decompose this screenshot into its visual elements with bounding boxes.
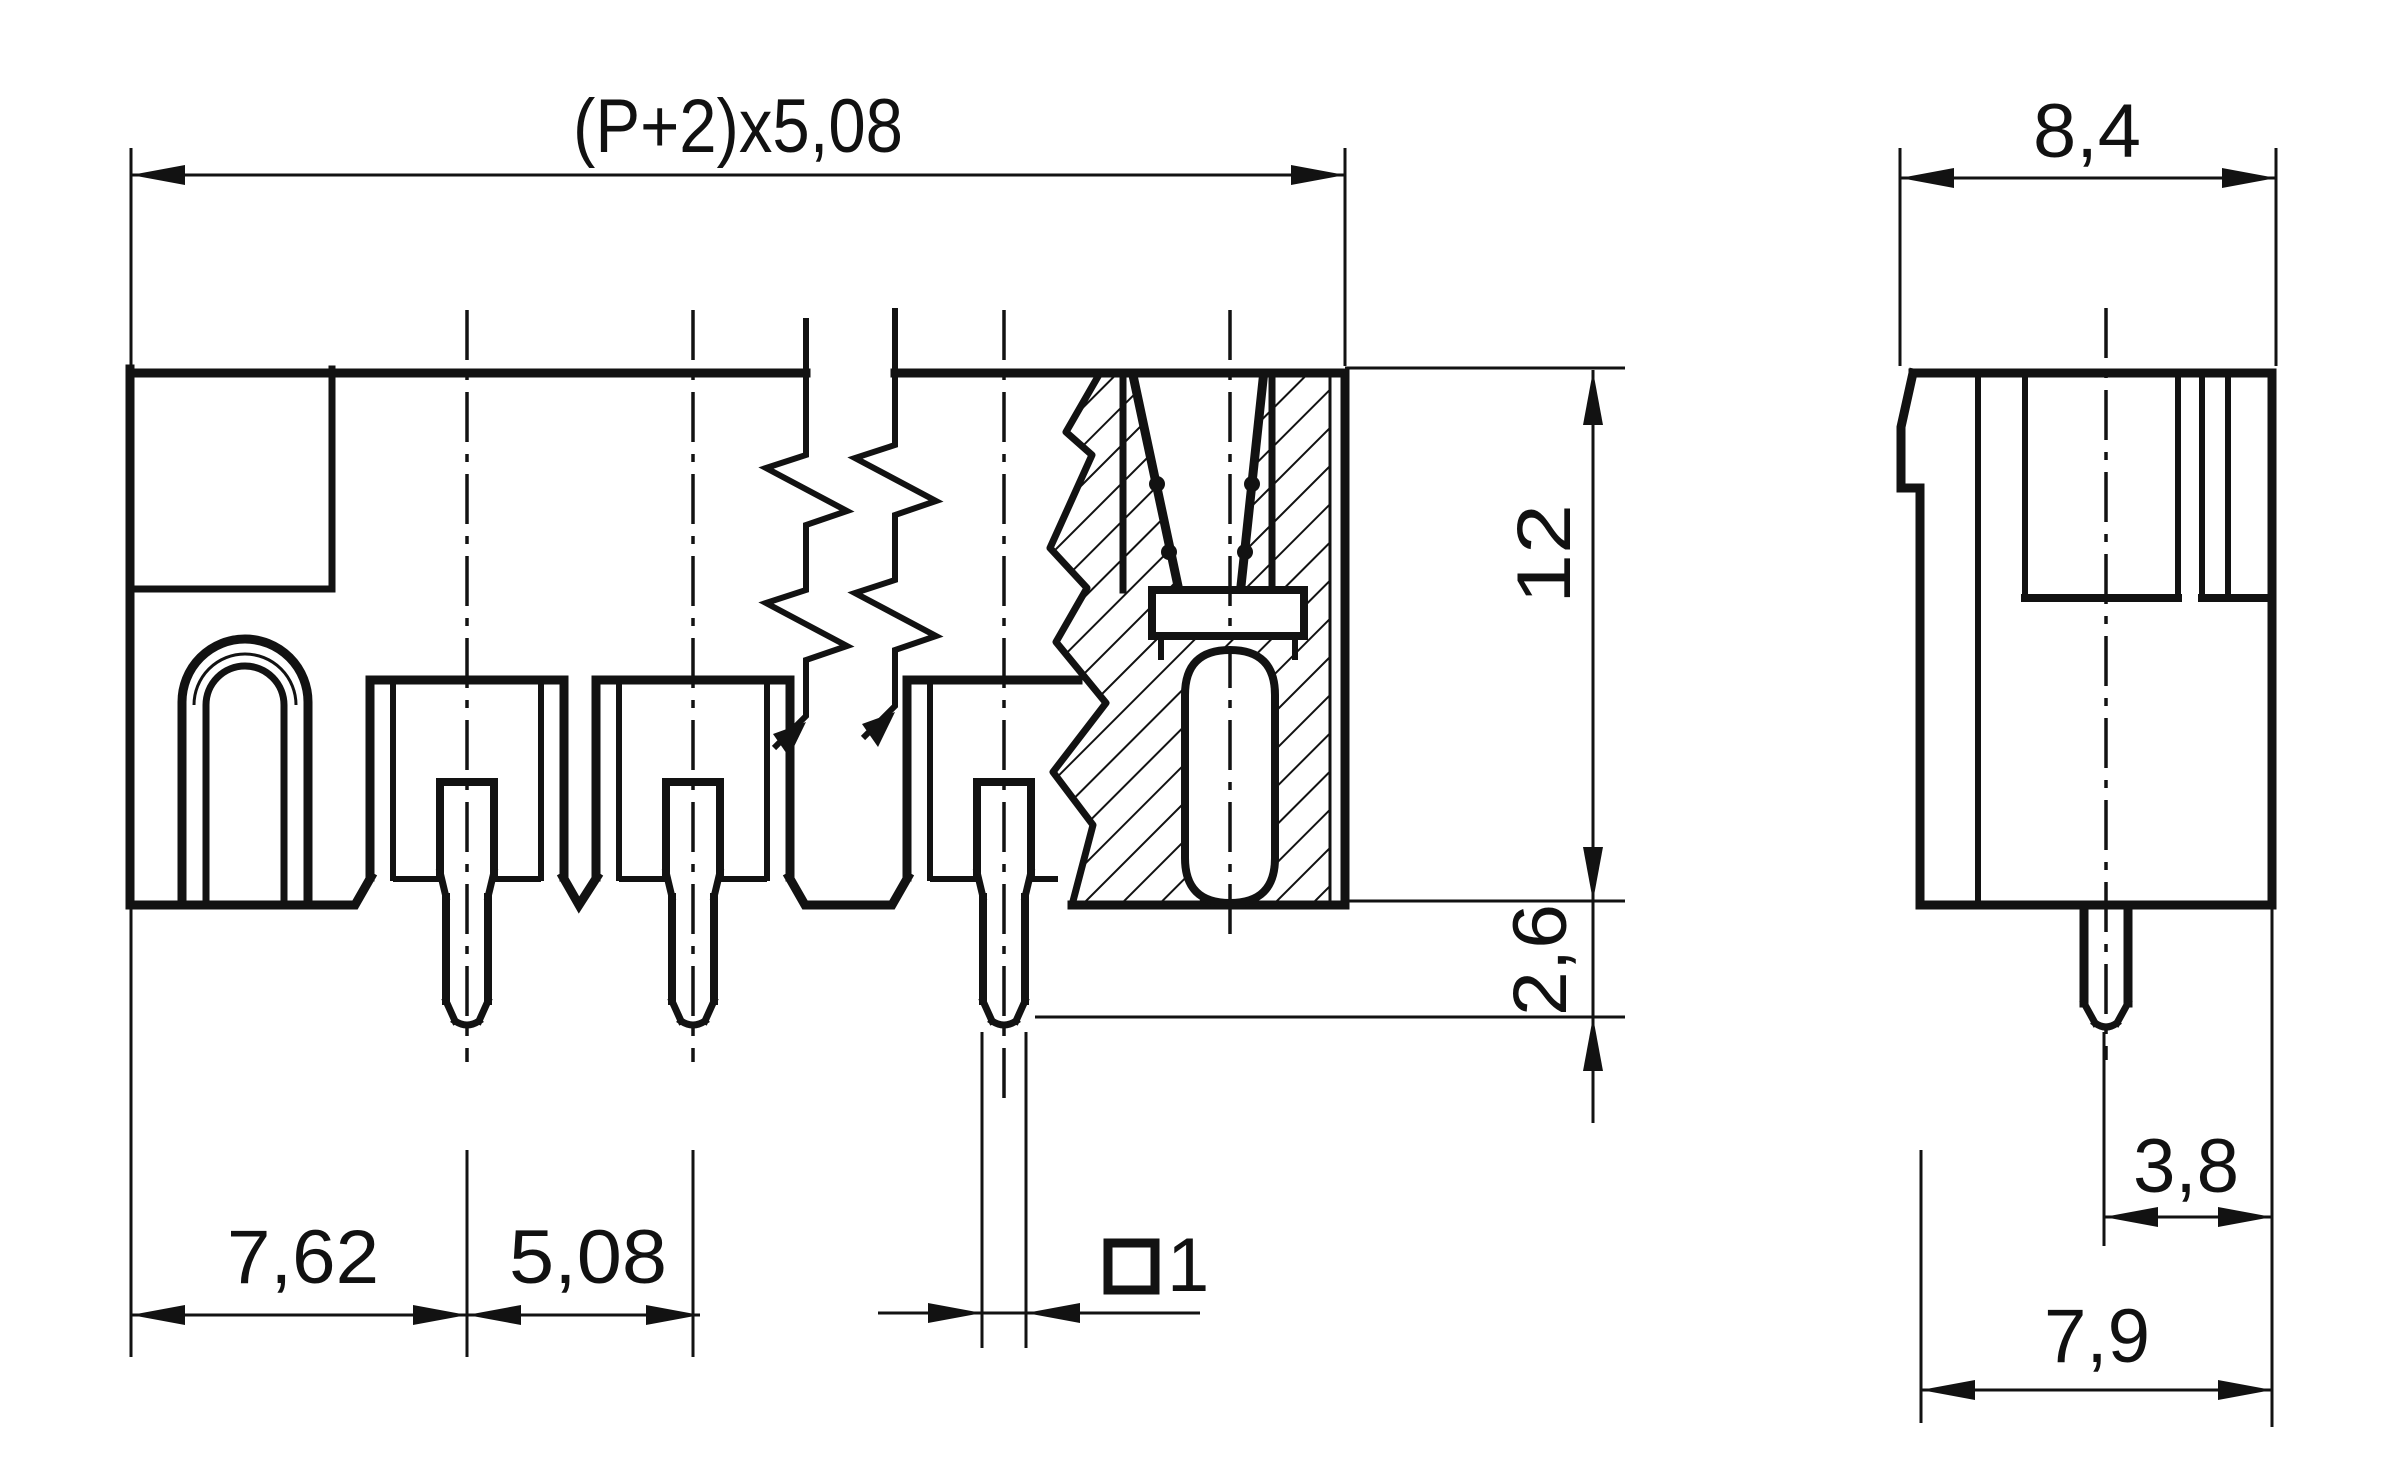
dim-base-depth-label: 7,9: [2044, 1294, 2150, 1379]
inner-step: [126, 365, 336, 593]
dim-overall-width: (P+2)x5,08: [129, 84, 1347, 366]
front-view: [125, 308, 1350, 1105]
pin-1: [365, 675, 569, 1029]
contact-cavity-section: [1046, 369, 1332, 908]
dim-overall-width-label: (P+2)x5,08: [573, 84, 903, 169]
dim-body-height-label: 12: [1502, 504, 1587, 604]
dim-pin-to-face: 3,8: [2102, 905, 2274, 1427]
dim-pin-protrusion-label: 2,6: [1498, 904, 1583, 1016]
dim-side-width-label: 8,4: [2033, 89, 2141, 174]
dim-pin-square-label: 1: [1167, 1223, 1209, 1308]
pin-3: [902, 675, 1083, 1029]
dim-edge-to-first-pin-label: 7,62: [227, 1215, 379, 1300]
side-inner-profile: [1975, 373, 2276, 905]
pin-center-lines: [465, 310, 1232, 1105]
dim-pin-square: 1: [878, 1032, 1209, 1348]
side-body-outline: [1896, 367, 2277, 910]
dim-edge-to-first-pin: 7,62: [129, 905, 700, 1357]
dim-pin-pitch-label: 5,08: [509, 1215, 667, 1300]
dim-body-height: 12: [1345, 366, 1625, 1123]
dim-pin-protrusion: 2,6: [1035, 904, 1625, 1071]
pin-2: [591, 675, 795, 1029]
side-view: [1896, 308, 2277, 1060]
dim-pin-to-face-label: 3,8: [2133, 1124, 2239, 1209]
side-pin: [2079, 900, 2133, 1031]
dim-side-width: 8,4: [1898, 89, 2278, 366]
dim-pin-pitch: 5,08: [467, 1150, 700, 1357]
dim-base-depth: 7,9: [1919, 1150, 2272, 1423]
relief-slot: [177, 634, 313, 910]
square-symbol: [1103, 1238, 1160, 1295]
